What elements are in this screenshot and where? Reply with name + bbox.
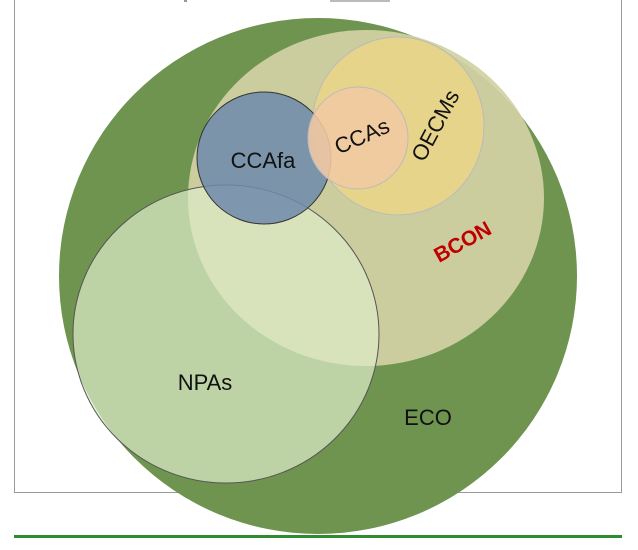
top-edge-marks [184,0,390,2]
ccafa-label: CCAfa [231,148,297,173]
npas-label: NPAs [178,370,233,395]
npas-ellipse [72,184,380,484]
bottom-rule [14,535,622,538]
ccas-circle [307,86,409,190]
eco-label: ECO [404,405,452,430]
